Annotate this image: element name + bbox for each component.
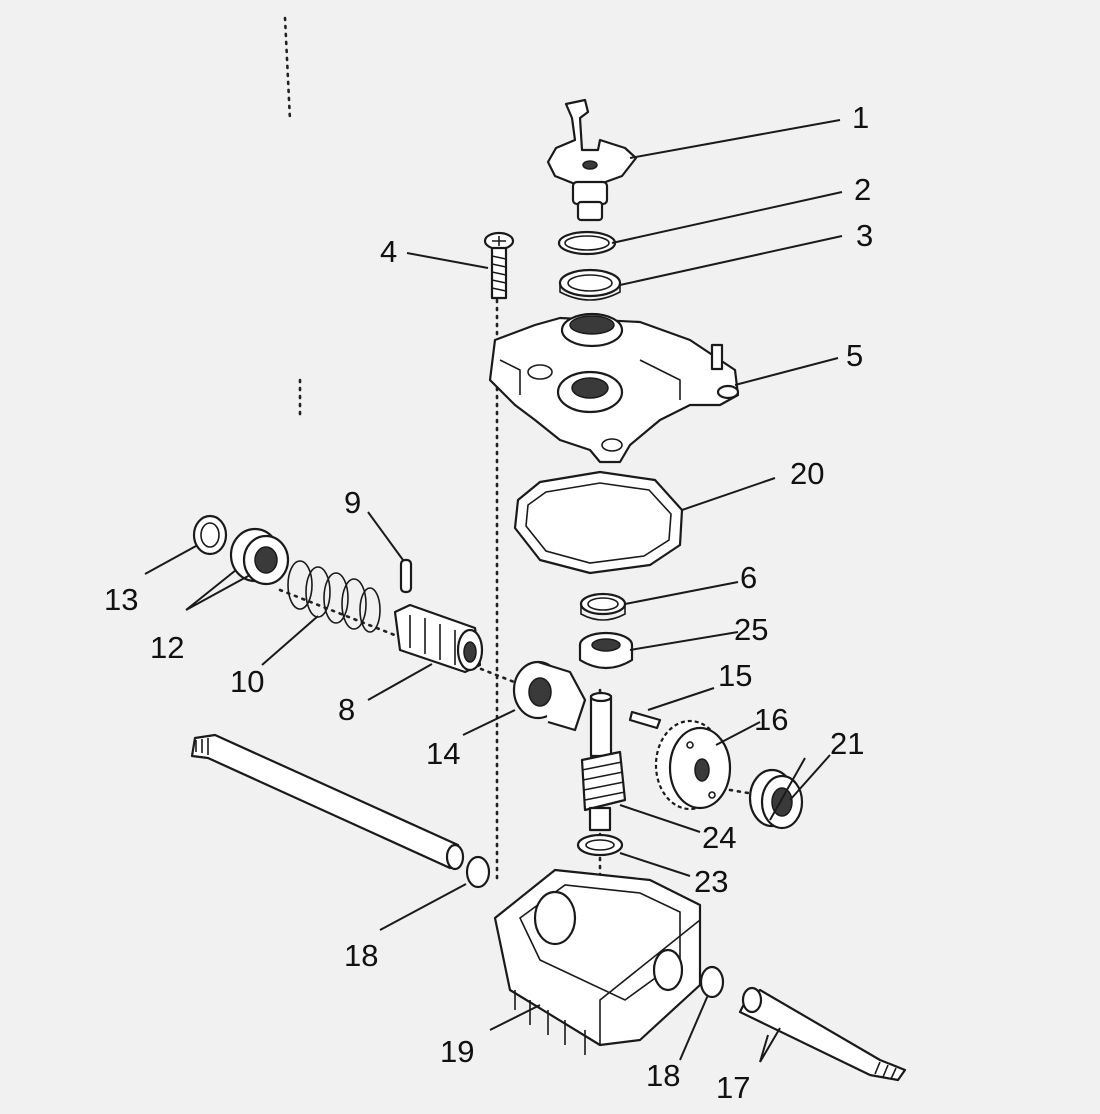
leader-lines [144,119,843,1063]
part-13-washer [192,514,228,556]
callout-14: 14 [426,736,460,771]
part-17-right-axle [738,986,907,1082]
callout-21: 21 [830,726,864,761]
part-10-spring [287,560,381,633]
part-23-washer [576,833,624,857]
part-1-lever [546,98,638,222]
part-25-seal [578,631,634,670]
part-20-gasket [513,470,684,575]
callout-3: 3 [856,218,873,253]
part-3-washer [558,268,622,301]
callout-19: 19 [440,1034,474,1069]
part-9-pin [399,558,413,594]
callout-2: 2 [854,172,871,207]
part-18-oring-left [465,855,491,889]
callout-18-right: 18 [646,1058,680,1093]
part-24-worm-shaft [580,691,627,832]
part-5-cover [488,312,740,464]
callout-12: 12 [150,630,184,665]
part-2-snap-ring [557,230,617,256]
callout-24: 24 [702,820,736,855]
callout-10: 10 [230,664,264,699]
callout-4: 4 [380,234,397,269]
callout-25: 25 [734,612,768,647]
callout-13: 13 [104,582,138,617]
part-left-axle [190,733,465,871]
part-12-bearing [229,527,290,586]
callout-8: 8 [338,692,355,727]
part-19-housing [493,868,702,1055]
part-15-pin [628,710,662,730]
callout-20: 20 [790,456,824,491]
callout-labels: 1 2 3 4 5 20 9 13 12 10 8 6 25 15 16 21 … [104,100,873,1105]
callout-1: 1 [852,100,869,135]
part-18-oring-right [699,965,725,999]
part-16-gear [654,719,732,811]
callout-23: 23 [694,864,728,899]
callout-9: 9 [344,485,361,520]
part-8-collar [393,603,484,674]
callout-6: 6 [740,560,757,595]
part-4-screw [483,231,515,300]
part-6-bushing [579,592,627,621]
callout-18-left: 18 [344,938,378,973]
part-14-bearing [512,660,587,732]
callout-5: 5 [846,338,863,373]
callout-16: 16 [754,702,788,737]
callout-17: 17 [716,1070,750,1105]
callout-15: 15 [718,658,752,693]
